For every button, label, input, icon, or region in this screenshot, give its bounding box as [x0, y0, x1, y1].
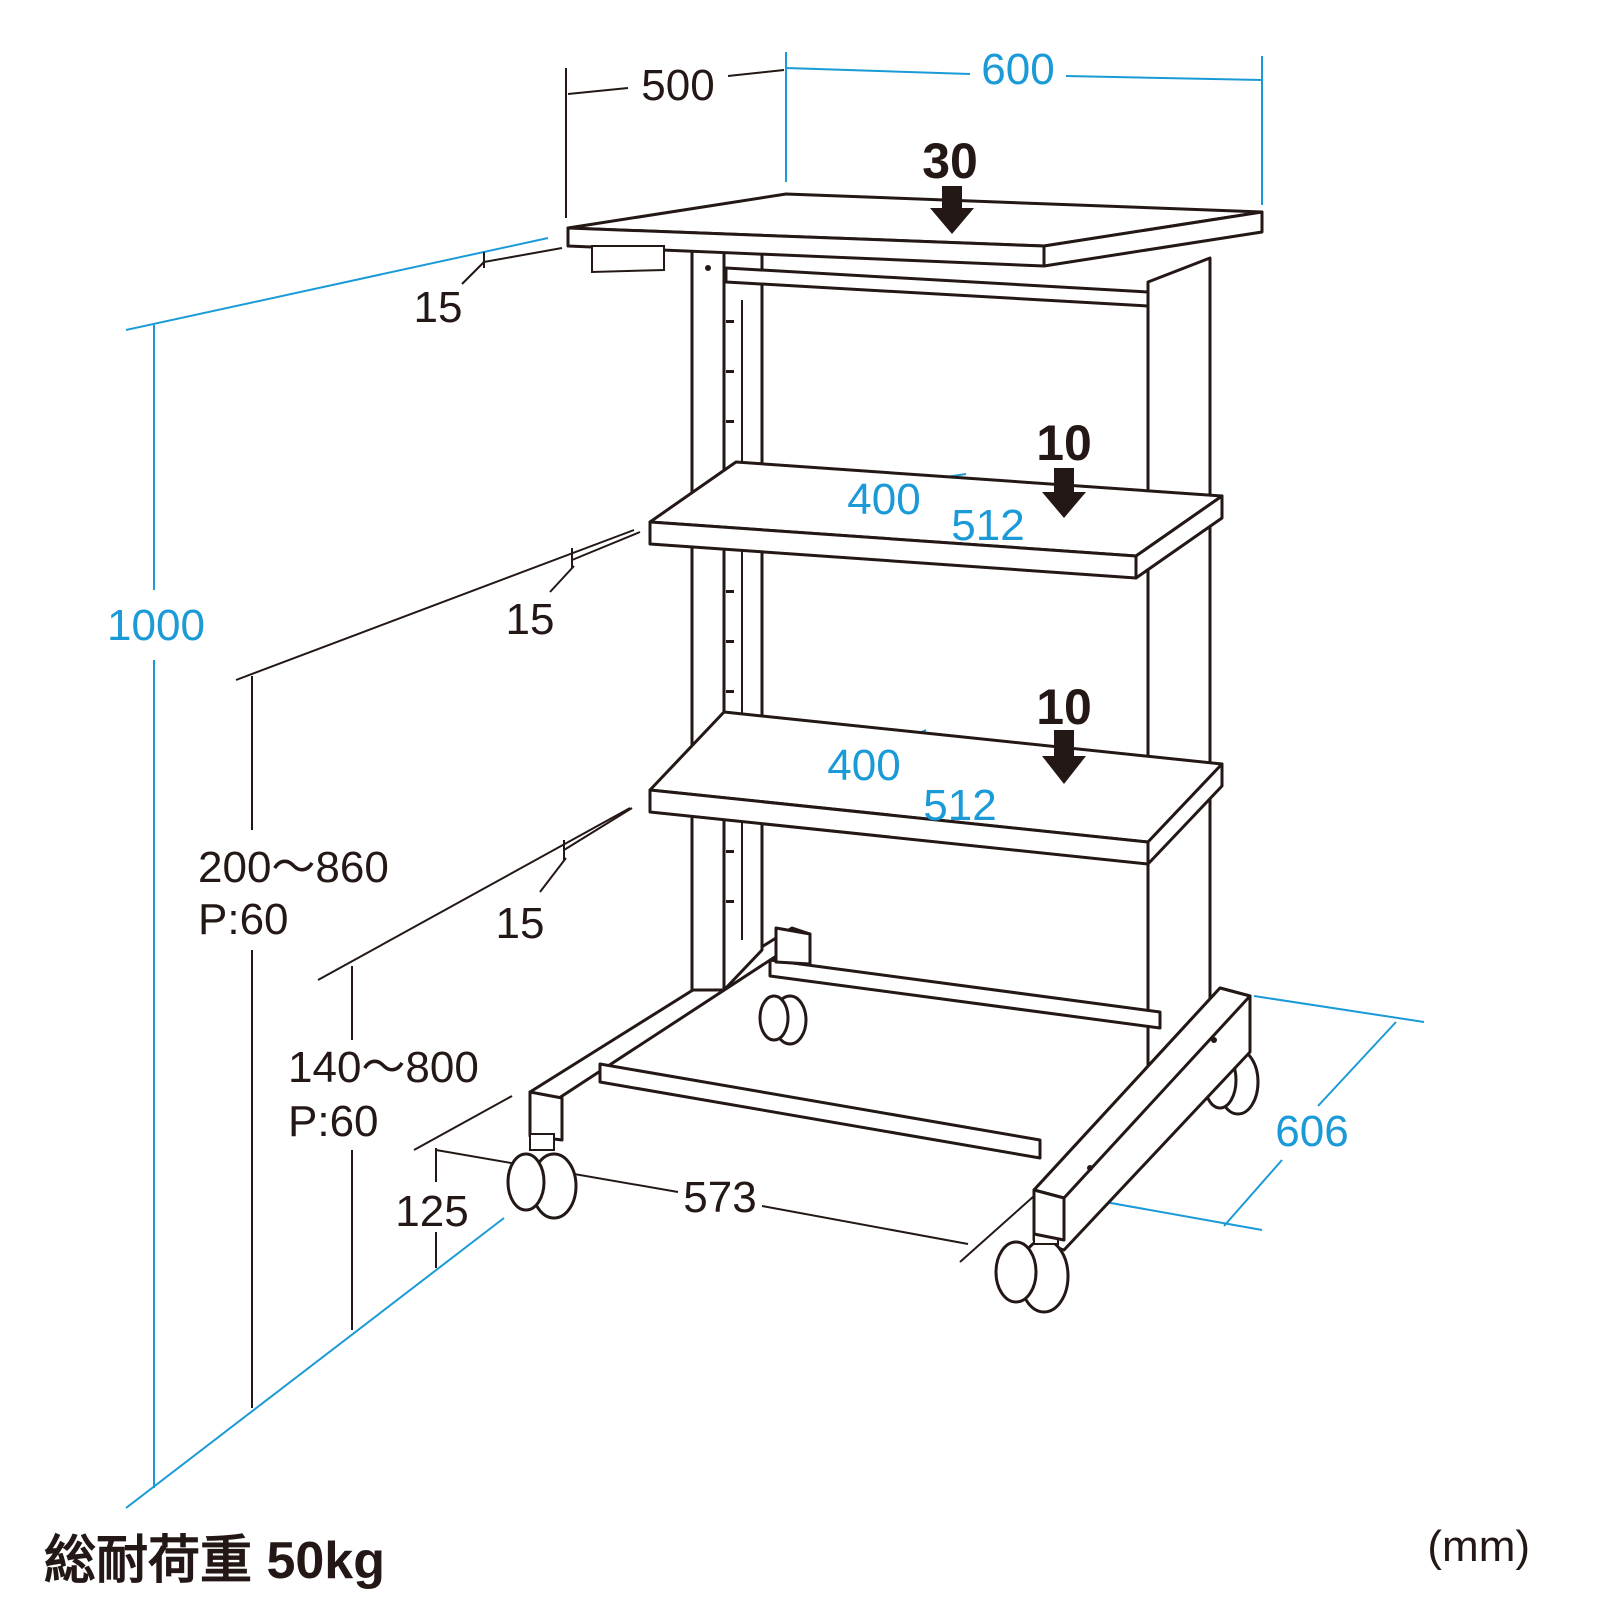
label-shelf2-width: 512 [923, 781, 996, 830]
unit-caption: (mm) [1427, 1522, 1530, 1571]
label-shelf1-pitch: P:60 [198, 895, 289, 944]
label-shelf1-range: 200～860 [198, 843, 389, 892]
label-load-shelf1: 10 [1036, 415, 1092, 471]
caster-front-right [994, 1227, 1070, 1314]
dimension-lines-black [235, 68, 1035, 1408]
label-load-shelf2: 10 [1036, 679, 1092, 735]
label-shelf1-depth: 400 [847, 475, 920, 524]
label-load-top: 30 [922, 133, 978, 189]
label-top-thickness: 15 [414, 283, 463, 332]
label-base-clearance: 125 [395, 1187, 468, 1236]
label-shelf2-range: 140～800 [288, 1043, 479, 1092]
label-shelf1-thickness: 15 [506, 595, 555, 644]
label-base-width: 573 [683, 1173, 756, 1222]
label-shelf2-pitch: P:60 [288, 1097, 379, 1146]
label-base-depth: 606 [1275, 1107, 1348, 1156]
label-top-width: 600 [981, 45, 1054, 94]
load-arrow-top [930, 186, 974, 234]
label-shelf1-width: 512 [951, 501, 1024, 550]
total-load-caption: 総耐荷重 50kg [44, 1532, 385, 1590]
shelf-middle [648, 460, 1224, 580]
shelf-lower [648, 710, 1224, 866]
label-shelf2-depth: 400 [827, 741, 900, 790]
label-top-depth: 500 [641, 61, 714, 110]
upright-slots [705, 265, 743, 940]
label-total-height: 1000 [107, 601, 205, 650]
load-arrow-shelf1 [1042, 468, 1086, 518]
caster-front-left [506, 1133, 578, 1220]
caster-rear-left [758, 994, 808, 1046]
cart-frame [506, 248, 1260, 1314]
tabletop [566, 192, 1264, 274]
load-arrow-shelf2 [1042, 730, 1086, 784]
label-shelf2-thickness: 15 [496, 899, 545, 948]
